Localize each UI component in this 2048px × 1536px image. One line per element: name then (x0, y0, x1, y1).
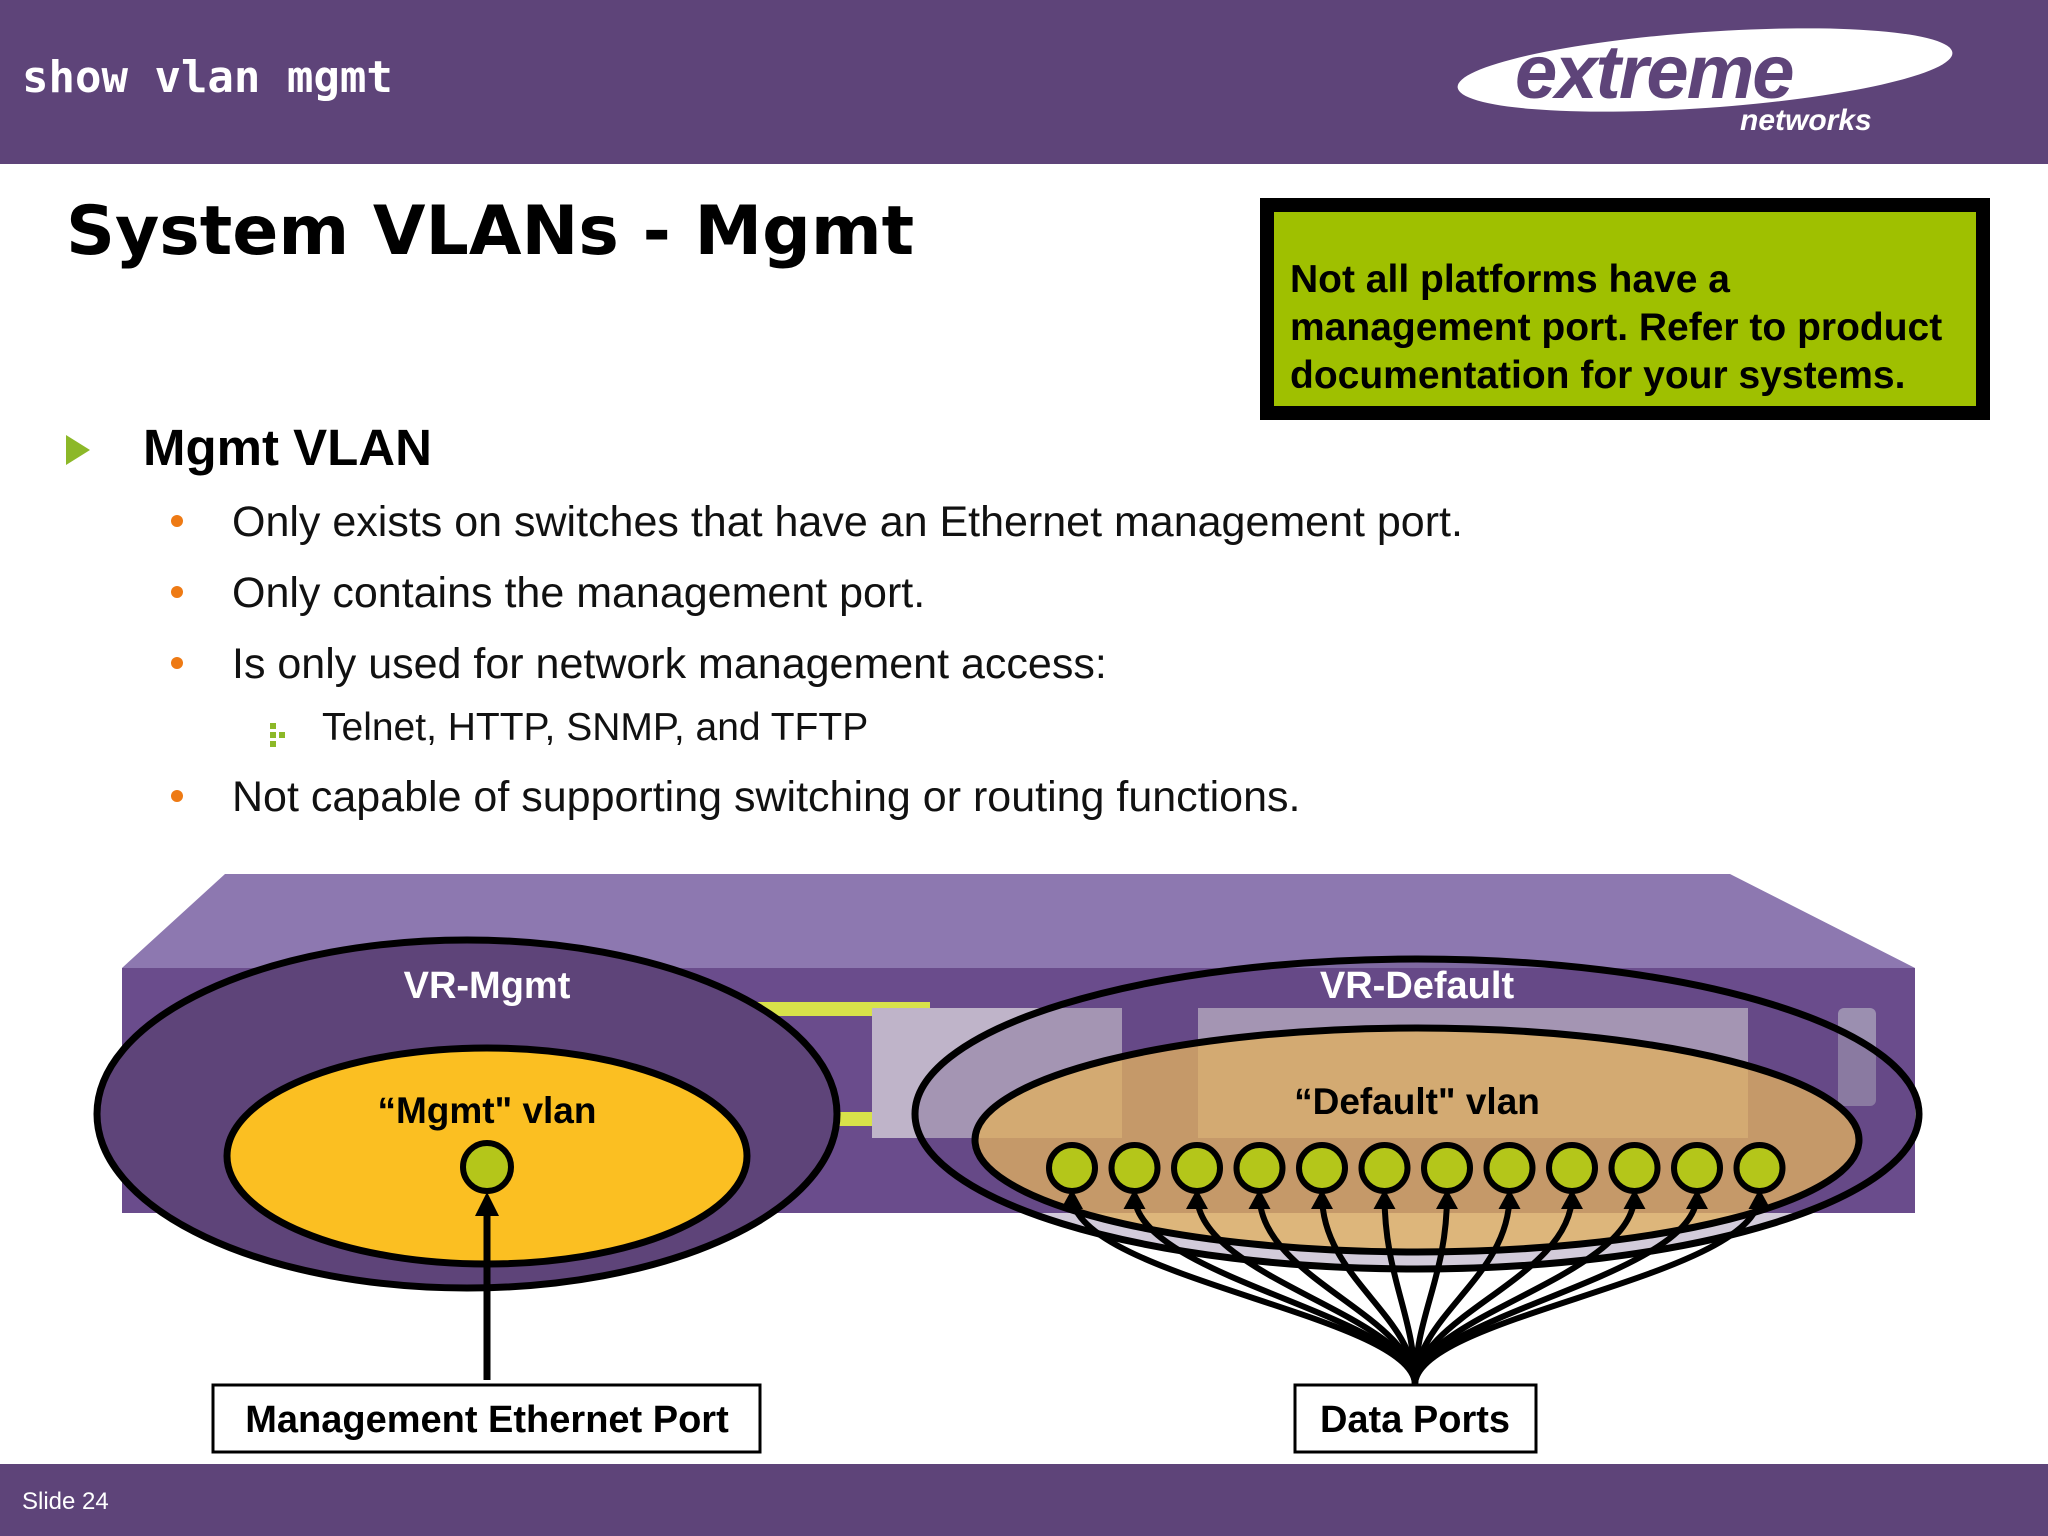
note-line: management port. Refer to product (1290, 306, 1943, 349)
bullet-item: Is only used for network management acce… (232, 640, 1107, 688)
footer-bar (0, 1464, 2048, 1536)
data-port-node (1421, 1142, 1473, 1194)
vr-default-label: VR-Default (1320, 965, 1515, 1007)
note-line: Not all platforms have a (1290, 258, 1730, 301)
sub-bullet-item: Telnet, HTTP, SNMP, and TFTP (322, 706, 869, 749)
data-port-node (1671, 1142, 1723, 1194)
arrow-up-icon (1748, 1189, 1771, 1209)
arrow-up-icon (1436, 1189, 1458, 1209)
extreme-networks-logo: extreme networks (1457, 28, 1953, 137)
default-vlan-region (971, 1024, 1863, 1256)
bullet-dot-icon (171, 790, 183, 802)
arrow-up-icon (1311, 1189, 1333, 1209)
bullet-item: Only contains the management port. (232, 569, 926, 617)
slide-title: System VLANs - Mgmt (66, 192, 915, 271)
arrow-up-icon (475, 1192, 499, 1216)
data-port-connector (1412, 1194, 1763, 1386)
mgmt-port-node (460, 1140, 514, 1194)
triangle-bullet-icon (66, 435, 90, 465)
arrow-up-icon (1186, 1189, 1208, 1209)
data-ports-group (1046, 1142, 1786, 1386)
data-port-node (1171, 1142, 1223, 1194)
note-box: Not all platforms have a management port… (1260, 198, 1990, 420)
data-port-node (1046, 1142, 1098, 1194)
data-ports-label: Data Ports (1320, 1399, 1510, 1441)
data-ports-label-box (1293, 1383, 1538, 1454)
data-port-node (1233, 1142, 1286, 1194)
arrow-up-icon (1498, 1189, 1521, 1209)
mgmt-port-label: Management Ethernet Port (245, 1399, 729, 1441)
arrow-up-icon (1561, 1189, 1583, 1209)
header-command: show vlan mgmt (22, 52, 393, 103)
sub-bullet-icon (270, 723, 288, 747)
bullet-dot-icon (171, 586, 183, 598)
slide-number: Slide 24 (22, 1488, 109, 1515)
arrow-up-icon (1686, 1189, 1708, 1209)
note-line: documentation for your systems. (1290, 354, 1906, 397)
arrow-up-icon (1123, 1189, 1146, 1209)
mgmt-vlan-label: “Mgmt" vlan (377, 1090, 596, 1131)
arrow-up-icon (1061, 1189, 1083, 1209)
arrow-up-icon (1248, 1189, 1271, 1209)
vr-mgmt-label: VR-Mgmt (404, 965, 571, 1007)
data-port-node (1358, 1142, 1411, 1194)
bullet-dot-icon (171, 515, 183, 527)
section-heading: Mgmt VLAN (143, 419, 432, 476)
default-vlan-label: “Default" vlan (1294, 1081, 1540, 1122)
logo-sub-text: networks (1740, 104, 1872, 137)
data-port-node (1608, 1142, 1661, 1194)
arrow-up-icon (1623, 1189, 1646, 1209)
data-port-node (1733, 1142, 1786, 1194)
data-port-node (1546, 1142, 1598, 1194)
data-port-node (1296, 1142, 1348, 1194)
bullet-dot-icon (171, 657, 183, 669)
data-port-node (1483, 1142, 1536, 1194)
arrow-up-icon (1373, 1189, 1396, 1209)
mgmt-port-label-box (211, 1383, 762, 1454)
bullet-item: Only exists on switches that have an Eth… (232, 498, 1463, 546)
bullet-item: Not capable of supporting switching or r… (232, 773, 1301, 821)
data-port-node (1108, 1142, 1161, 1194)
vlan-diagram: VR-Mgmt “Mgmt" vlan VR-Default “Default"… (93, 874, 1923, 1454)
logo-main-text: extreme (1515, 30, 1793, 115)
